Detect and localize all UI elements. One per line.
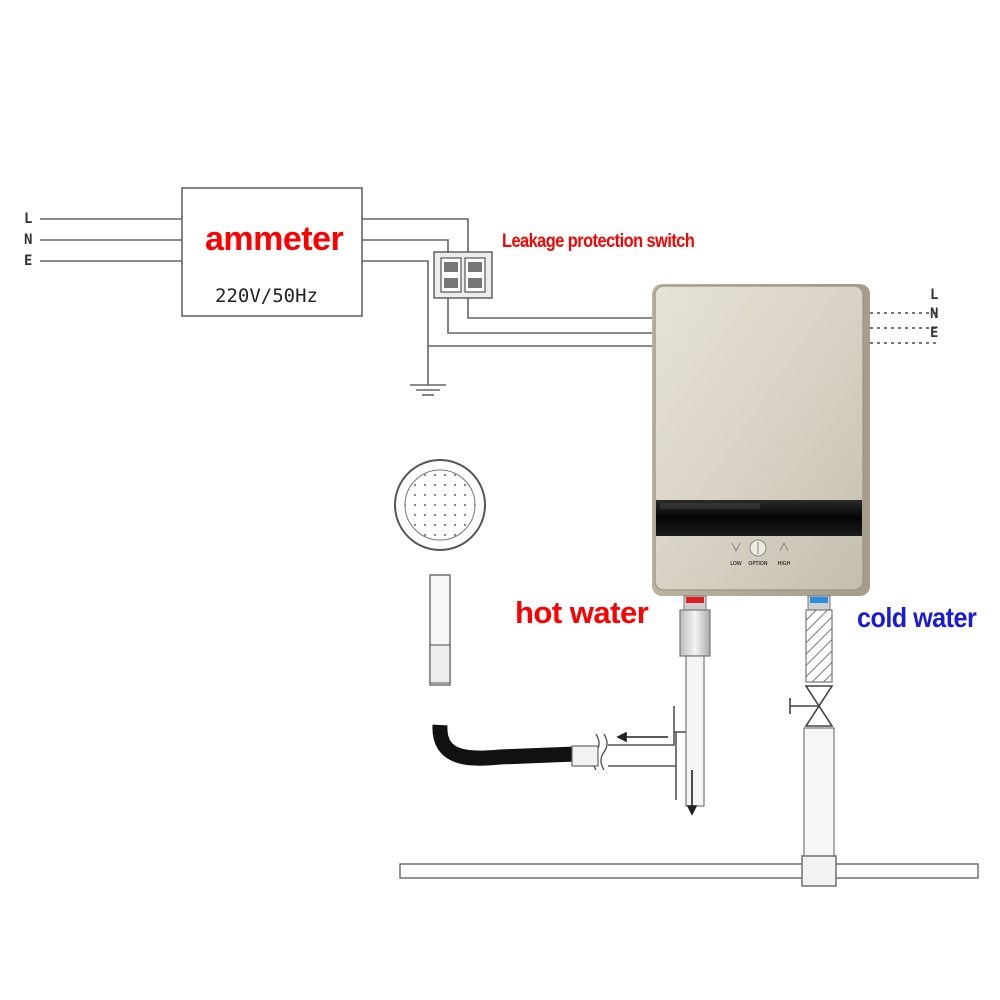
hot-water-label: hot water: [515, 595, 649, 630]
leakage-switch-label: Leakage protection switch: [502, 231, 695, 252]
heater-wire-label-e: E: [930, 325, 939, 341]
heater-wire-label-l: L: [930, 287, 939, 303]
heater-buttons: [731, 539, 789, 557]
hot-water-outlet: [679, 595, 711, 807]
incoming-wires: [40, 218, 182, 262]
voltage-label: 220V/50Hz: [215, 285, 318, 307]
flow-arrow-left-icon: [616, 731, 668, 743]
water-heater-unit: LOW OPTION HIGH: [652, 284, 870, 596]
shower-head: [394, 459, 599, 767]
flow-arrow-down-icon: [686, 770, 698, 816]
heater-button-high-label: HIGH: [778, 561, 791, 567]
leakage-protection-switch: [433, 251, 493, 299]
cold-water-valve-icon: [789, 685, 834, 727]
wire-label-n: N: [24, 232, 33, 248]
ammeter-label: ammeter: [205, 220, 344, 258]
heater-button-low-label: LOW: [730, 561, 742, 567]
switch-to-heater-wires: [428, 298, 655, 347]
hot-water-tee: [608, 706, 686, 800]
ground-icon: [410, 384, 446, 396]
ammeter-box: [181, 187, 363, 317]
heater-right-wires: [870, 312, 936, 344]
cold-water-label: cold water: [857, 602, 977, 633]
wire-label-e: E: [24, 253, 33, 269]
wire-label-l: L: [24, 211, 33, 227]
main-water-pipe: [399, 855, 979, 887]
ammeter-output-wires: [362, 218, 469, 385]
cold-water-inlet: [803, 595, 835, 859]
heater-button-option-label: OPTION: [748, 561, 767, 567]
heater-wire-label-n: N: [930, 306, 939, 322]
